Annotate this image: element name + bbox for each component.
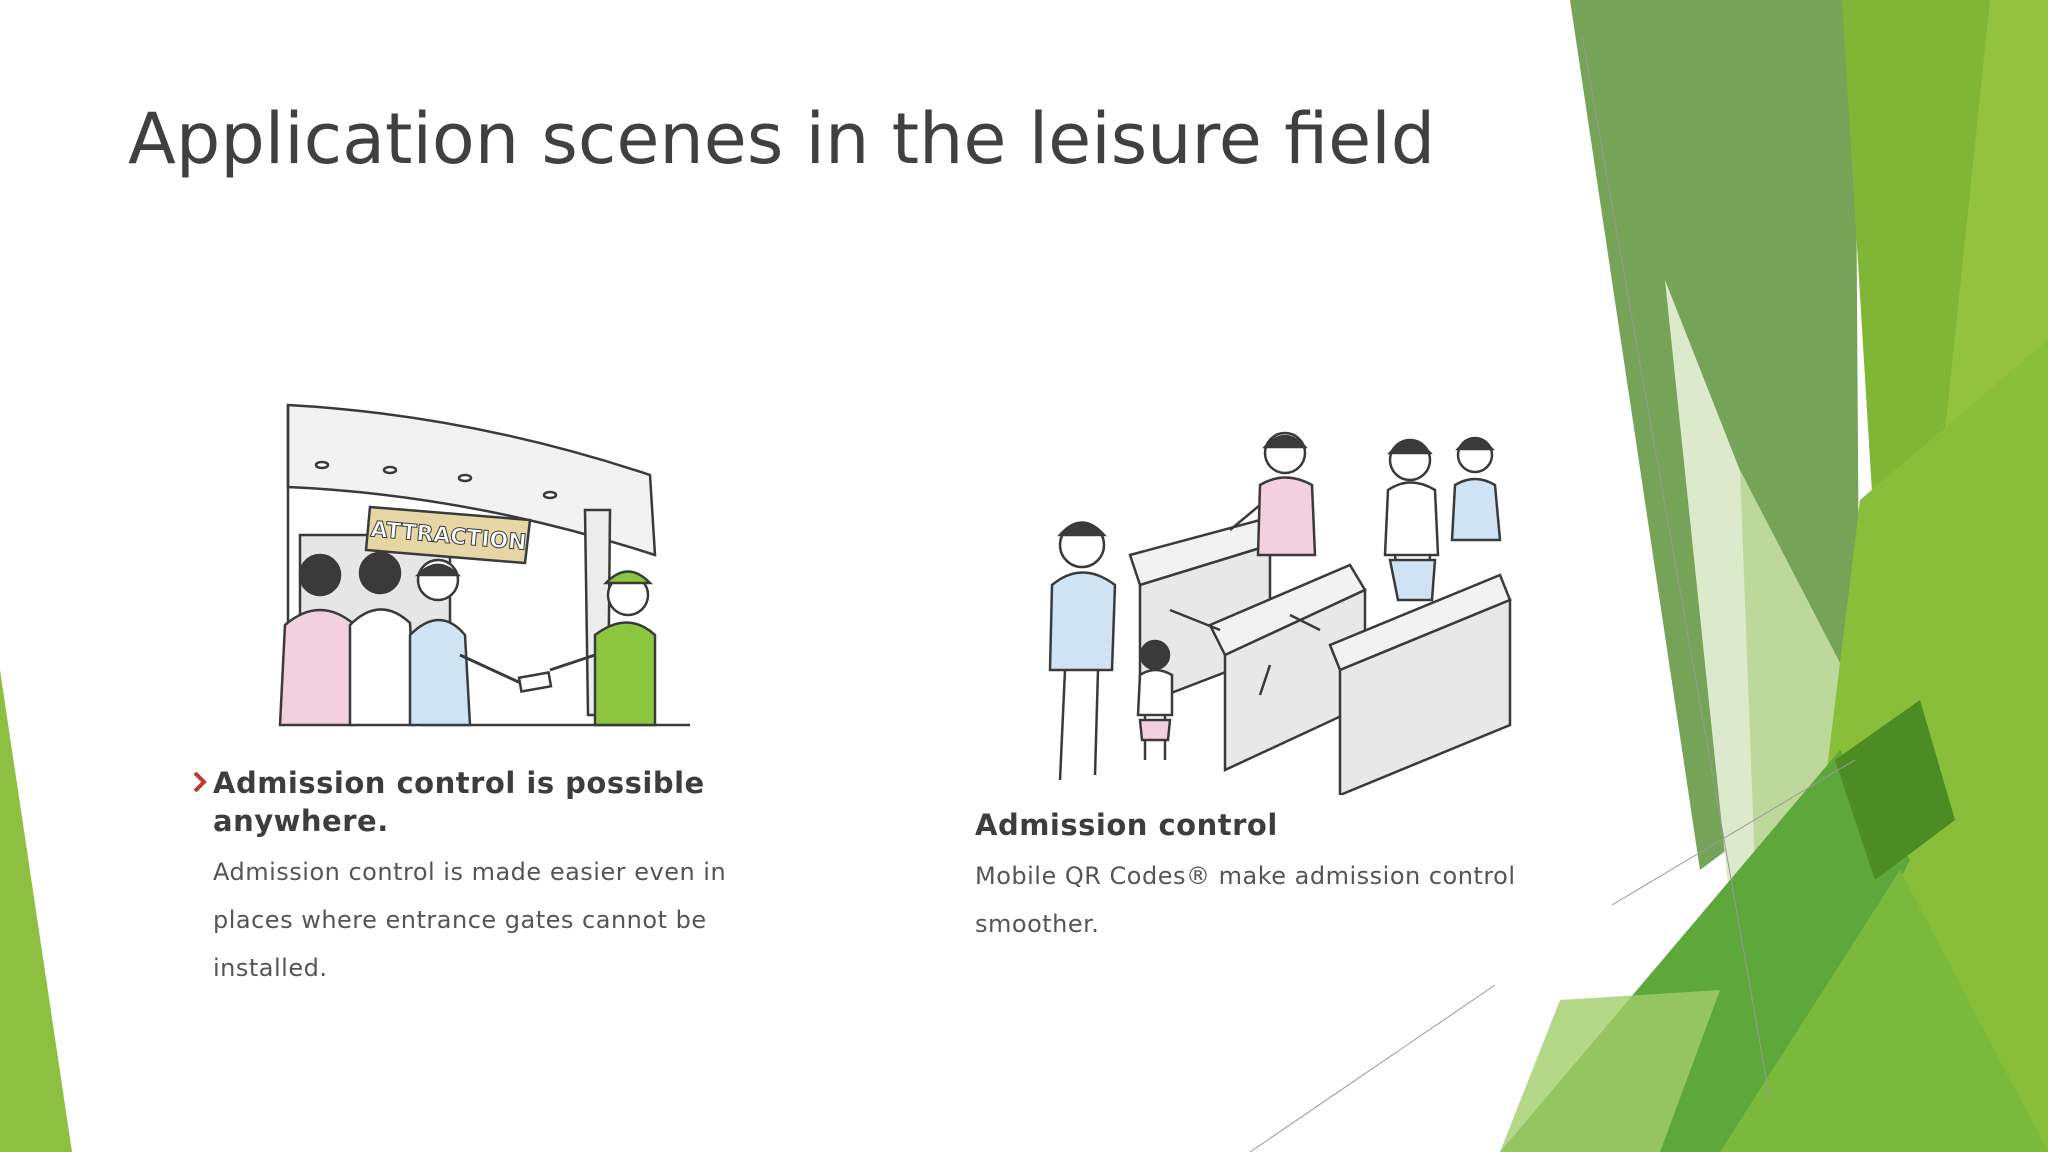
scene1-body-line: places where entrance gates cannot be — [213, 906, 707, 934]
scene1-heading-line2: anywhere. — [213, 804, 389, 838]
thin-guide-lines — [1249, 34, 1856, 1152]
scene1-body-line: installed. — [213, 954, 328, 982]
scene2-heading: Admission control — [975, 808, 1278, 842]
attraction-admission-illustration: ATTRACTION — [278, 403, 690, 727]
scene2-body-line: Mobile QR Codes® make admission control — [975, 862, 1516, 890]
left-green-wedge — [0, 670, 72, 1152]
right-green-facets — [1500, 0, 2048, 1152]
scene1-body: Admission control is made easier even in… — [213, 848, 773, 992]
scene1-heading-line1: Admission control is possible — [213, 766, 705, 800]
slide-title: Application scenes in the leisure field — [128, 98, 1436, 180]
scene1-body-line: Admission control is made easier even in — [213, 858, 727, 886]
turnstile-gate-illustration — [1048, 431, 1512, 795]
scene2-body-line: smoother. — [975, 910, 1100, 938]
scene1-heading: Admission control is possible anywhere. — [213, 764, 733, 840]
chevron-right-icon — [193, 771, 207, 793]
scene2-body: Mobile QR Codes® make admission control … — [975, 852, 1615, 948]
